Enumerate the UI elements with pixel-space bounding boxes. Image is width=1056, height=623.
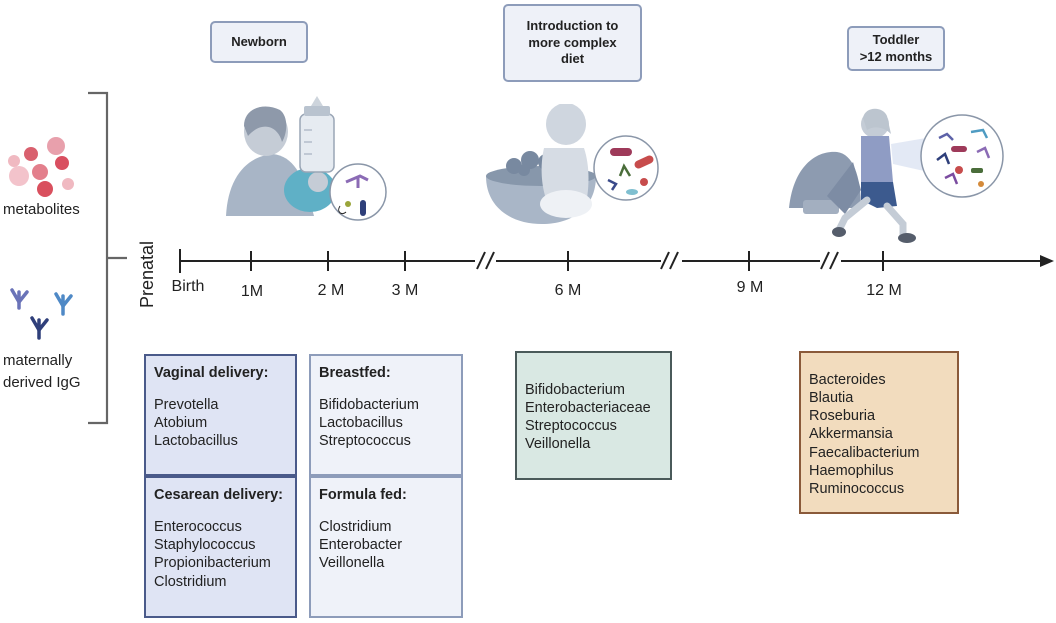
list-item: Clostridium — [154, 573, 227, 590]
list-item: Clostridium — [319, 519, 392, 536]
list-item: Streptococcus — [319, 433, 411, 450]
stage-toddler: Toddler >12 months — [847, 26, 945, 71]
list-item: Enterobacter — [319, 537, 403, 554]
list-item: Enterobacteriaceae — [525, 400, 651, 417]
list-item: Prevotella — [154, 397, 219, 414]
card-cesarean-heading: Cesarean delivery: — [154, 487, 283, 503]
mother-bottle-illustration — [226, 96, 387, 221]
card-vaginal-delivery: Vaginal delivery: Prevotella Atobium Lac… — [144, 354, 297, 476]
list-item: Bifidobacterium — [525, 382, 625, 398]
stage-toddler-line1: Toddler — [872, 31, 920, 47]
tick-12m: 12 M — [866, 282, 902, 299]
metabolites-label: metabolites — [3, 201, 80, 218]
card-formula-fed: Formula fed: Clostridium Enterobacter Ve… — [309, 476, 463, 618]
baby-bowl-illustration — [486, 104, 659, 224]
list-item: Lactobacillus — [154, 433, 238, 450]
stage-complex-diet: Introduction to more complex diet — [503, 4, 642, 82]
timeline-axis — [179, 249, 1054, 273]
metabolite-dots-icon — [8, 137, 74, 197]
list-item: Propionibacterium — [154, 555, 271, 572]
list-item: Veillonella — [525, 436, 591, 453]
left-bracket — [88, 91, 127, 425]
prenatal-label: Prenatal — [137, 240, 157, 308]
igg-label: maternally derived IgG — [3, 350, 81, 394]
card-formula-heading: Formula fed: — [319, 487, 407, 503]
stage-newborn: Newborn — [210, 21, 308, 63]
toddler-running-illustration — [789, 108, 1004, 243]
stage-complex-diet-line1: Introduction to — [526, 17, 619, 33]
card-six-months: Bifidobacterium Enterobacteriaceae Strep… — [515, 351, 672, 480]
list-item: Atobium — [154, 415, 208, 432]
list-item: Roseburia — [809, 408, 876, 425]
stage-complex-diet-line2: more complex — [528, 34, 617, 50]
tick-1m: 1M — [240, 283, 264, 300]
tick-3m: 3 M — [391, 282, 419, 299]
list-item: Faecalibacterium — [809, 444, 920, 461]
list-item: Blautia — [809, 390, 854, 407]
antibody-icon — [10, 288, 73, 340]
list-item: Staphylococcus — [154, 537, 256, 554]
card-breastfed: Breastfed: Bifidobacterium Lactobacillus… — [309, 354, 463, 476]
card-vaginal-heading: Vaginal delivery: — [154, 365, 269, 381]
list-item: Akkermansia — [809, 426, 893, 443]
igg-label-line2: derived IgG — [3, 373, 81, 391]
list-item: Streptococcus — [525, 418, 617, 435]
list-item: Bifidobacterium — [319, 397, 419, 414]
tick-2m: 2 M — [317, 282, 345, 299]
stage-toddler-line2: >12 months — [859, 48, 933, 64]
list-item: Lactobacillus — [319, 415, 403, 432]
tick-9m: 9 M — [736, 279, 764, 296]
list-item: Veillonella — [319, 555, 385, 572]
card-twelve-months: Bacteroides Blautia Roseburia Akkermansi… — [799, 351, 959, 514]
tick-birth: Birth — [171, 278, 205, 295]
igg-label-line1: maternally — [3, 352, 73, 369]
list-item: Haemophilus — [809, 462, 894, 479]
tick-6m: 6 M — [554, 282, 582, 299]
card-cesarean-delivery: Cesarean delivery: Enterococcus Staphylo… — [144, 476, 297, 618]
list-item: Bacteroides — [809, 372, 886, 388]
stage-complex-diet-line3: diet — [560, 51, 585, 67]
list-item: Enterococcus — [154, 519, 242, 536]
card-breastfed-heading: Breastfed: — [319, 365, 391, 381]
list-item: Ruminococcus — [809, 480, 905, 497]
stage-newborn-label: Newborn — [231, 33, 287, 49]
